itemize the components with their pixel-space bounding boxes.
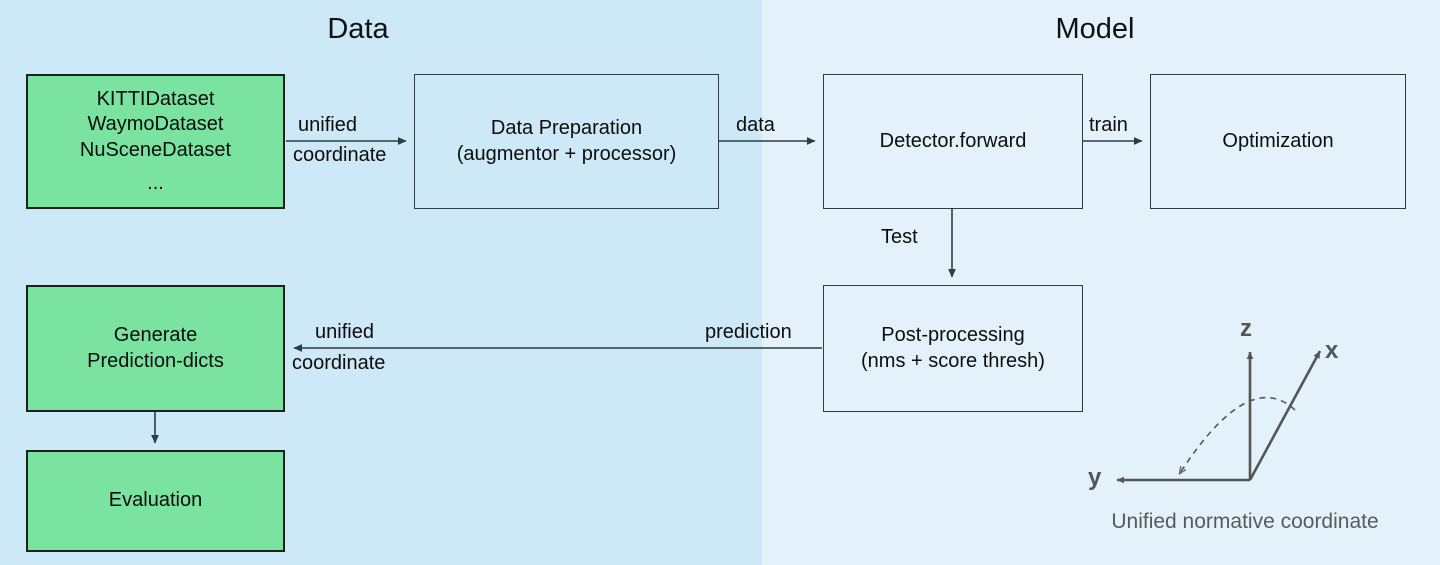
data-section-title: Data — [327, 13, 389, 45]
node-datasets[interactable]: KITTIDataset WaymoDataset NuSceneDataset… — [26, 74, 285, 209]
node-optimization[interactable]: Optimization — [1150, 74, 1406, 209]
edge-label-prediction: prediction — [705, 321, 792, 343]
node-datasets-line-1: KITTIDataset — [96, 87, 215, 110]
node-generate-line-2: Prediction-dicts — [87, 349, 224, 372]
edge-label-test: Test — [881, 226, 918, 248]
model-panel-background — [762, 0, 1440, 565]
axis-x-arrow — [1248, 350, 1322, 481]
node-generate-line-1: Generate — [113, 323, 198, 346]
node-datasets-line-3: NuSceneDataset — [79, 139, 232, 161]
node-data-preparation-line-1: Data Preparation — [490, 116, 643, 139]
node-post-processing-line-2: (nms + score thresh) — [861, 349, 1045, 372]
model-section-title: Model — [1055, 13, 1135, 45]
edge-label-coordinate-lower: coordinate — [292, 352, 386, 374]
coordinate-frame-caption: Unified normative coordinate — [1111, 510, 1379, 533]
node-post-processing[interactable]: Post-processing (nms + score thresh) — [823, 285, 1083, 412]
yaw-rotation-arc — [1180, 396, 1296, 473]
node-optimization-line-1: Optimization — [1222, 129, 1334, 152]
node-data-preparation-line-2: (augmentor + processor) — [456, 142, 677, 165]
axis-y-label: y — [1088, 464, 1102, 491]
node-datasets-line-5: ... — [147, 171, 164, 194]
edge-label-coordinate: coordinate — [293, 144, 387, 166]
edge-label-unified: unified — [298, 114, 357, 136]
edge-label-train: train — [1089, 114, 1128, 136]
node-evaluation-line-1: Evaluation — [108, 489, 203, 512]
node-detector-forward[interactable]: Detector.forward — [823, 74, 1083, 209]
axis-z-label: z — [1240, 315, 1252, 342]
node-detector-forward-line-1: Detector.forward — [879, 129, 1027, 152]
edge-label-data: data — [736, 114, 775, 136]
axis-x-label: x — [1325, 337, 1339, 364]
node-evaluation[interactable]: Evaluation — [26, 450, 285, 552]
node-post-processing-line-1: Post-processing — [881, 323, 1025, 346]
node-generate-prediction-dicts[interactable]: Generate Prediction-dicts — [26, 285, 285, 412]
edge-label-unified-lower: unified — [315, 321, 374, 343]
node-datasets-line-2: WaymoDataset — [87, 113, 224, 136]
node-data-preparation[interactable]: Data Preparation (augmentor + processor) — [414, 74, 719, 209]
